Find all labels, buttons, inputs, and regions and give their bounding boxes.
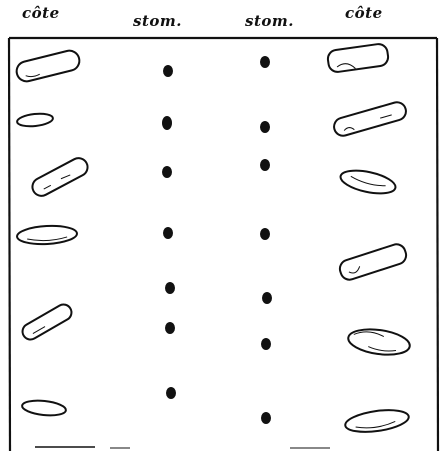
- frame: [9, 38, 438, 451]
- cell: [15, 49, 82, 84]
- cell: [327, 43, 389, 73]
- stoma-dot: [260, 121, 270, 133]
- cell: [339, 166, 398, 197]
- stoma-dot: [165, 322, 175, 334]
- stoma-dot: [261, 338, 271, 350]
- stoma-dot: [262, 292, 272, 304]
- stoma-dot: [166, 387, 176, 399]
- cell: [332, 100, 408, 138]
- cell: [344, 407, 410, 436]
- cell: [21, 399, 66, 418]
- stoma-dot: [163, 227, 173, 239]
- frame-right-line: [437, 38, 438, 451]
- stoma-dot: [162, 116, 172, 130]
- cell: [338, 242, 409, 282]
- cell: [16, 112, 53, 128]
- cell: [20, 302, 75, 343]
- right-cote-column: [327, 43, 412, 435]
- stoma-dot: [261, 412, 271, 424]
- cell: [29, 155, 90, 199]
- stoma-dot: [260, 56, 270, 68]
- stoma-dot: [163, 65, 173, 77]
- cell: [347, 326, 412, 358]
- cell: [17, 224, 78, 245]
- stoma-dot: [260, 228, 270, 240]
- stom-left-column: [162, 65, 176, 399]
- stoma-dot: [165, 282, 175, 294]
- frame-left-line: [9, 38, 10, 451]
- stoma-dot: [162, 166, 172, 178]
- stom-right-column: [260, 56, 272, 424]
- left-cote-column: [15, 49, 91, 418]
- stoma-dot: [260, 159, 270, 171]
